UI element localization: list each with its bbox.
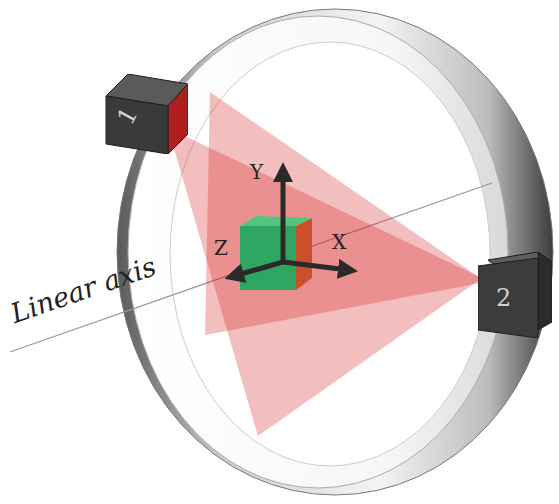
camera-body — [478, 252, 552, 338]
sample-cube — [240, 226, 296, 290]
gantry-ring — [117, 9, 553, 495]
sample-cube-side — [296, 218, 312, 290]
camera-face — [106, 96, 168, 154]
axis-label: Y — [250, 162, 263, 182]
axis-label: Z — [214, 238, 228, 258]
camera-housing: 2 — [478, 252, 552, 338]
camera-number: 2 — [496, 286, 511, 310]
camera-face — [478, 258, 538, 338]
light-sheet — [205, 92, 486, 335]
camera-housing: 1 — [98, 74, 188, 154]
z-axis-arrow — [234, 262, 283, 276]
x-axis-arrow — [283, 262, 348, 270]
y-axis-arrow — [281, 172, 286, 262]
axis-label: X — [332, 232, 346, 252]
camera-face — [538, 252, 552, 330]
ring-rim — [128, 16, 508, 488]
ring-opening — [170, 42, 490, 466]
sample-cube-top — [240, 216, 312, 226]
camera-body — [98, 74, 188, 154]
camera-face — [168, 84, 188, 154]
